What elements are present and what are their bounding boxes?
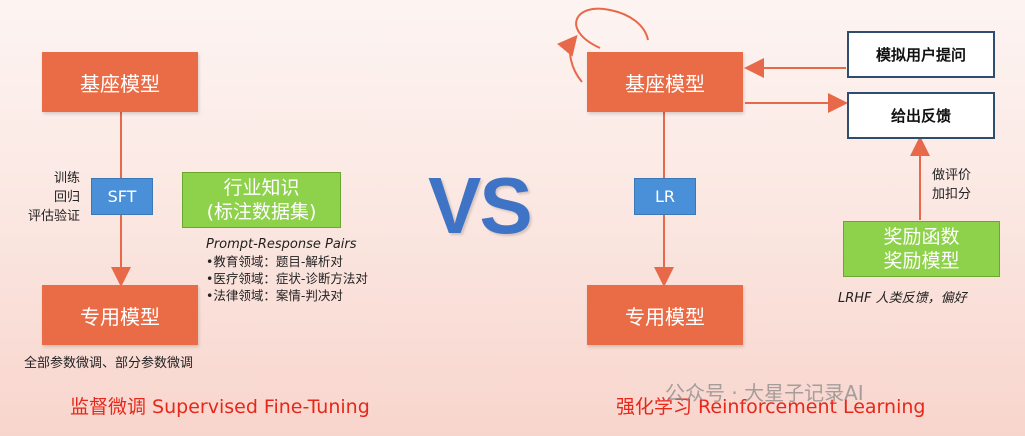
self-loop-arrow <box>575 7 649 49</box>
right-base-model-label: 基座模型 <box>625 71 705 96</box>
reward-model-box: 奖励函数 奖励模型 <box>843 221 1000 277</box>
lr-box: LR <box>634 178 696 215</box>
self-loop-arrowhead <box>557 34 583 83</box>
reward-model-line: 奖励模型 <box>883 250 960 272</box>
evaluate-label: 做评价 <box>932 168 972 183</box>
industry-knowledge-line2: (标注数据集) <box>206 201 317 223</box>
prompt-item: •法律领域：案情-判决对 <box>206 288 343 303</box>
left-base-model-box: 基座模型 <box>42 52 198 112</box>
lr-label: LR <box>654 187 676 206</box>
simulate-user-box: 模拟用户提问 <box>847 31 995 78</box>
sft-caption: 监督微调 Supervised Fine-Tuning <box>70 396 370 418</box>
right-special-model-box: 专用模型 <box>587 285 743 345</box>
industry-knowledge-line1: 行业知识 <box>223 177 300 199</box>
feedback-label: 给出反馈 <box>890 107 951 125</box>
simulate-user-label: 模拟用户提问 <box>875 46 966 64</box>
vs-label: VS <box>428 161 533 250</box>
watermark-text: 公众号 · 大星子记录AI <box>665 381 864 405</box>
score-label: 加扣分 <box>932 187 972 202</box>
right-base-model-box: 基座模型 <box>587 52 743 112</box>
score-labels: 做评价 加扣分 <box>932 166 971 204</box>
left-special-model-label: 专用模型 <box>80 304 160 329</box>
train-label: 训练 <box>53 171 80 186</box>
reward-function-line: 奖励函数 <box>883 226 960 248</box>
sft-box: SFT <box>91 178 153 215</box>
finetune-note: 全部参数微调、部分参数微调 <box>24 356 194 371</box>
prompt-item: •教育领域：题目-解析对 <box>206 254 343 269</box>
prompt-response-block: Prompt-Response Pairs •教育领域：题目-解析对 •医疗领域… <box>206 236 426 304</box>
eval-label: 评估验证 <box>27 209 80 224</box>
left-special-model-box: 专用模型 <box>42 285 198 345</box>
left-side-labels: 训练 回归 评估验证 <box>10 169 80 226</box>
lrhf-note: LRHF 人类反馈，偏好 <box>838 291 967 306</box>
feedback-box: 给出反馈 <box>847 92 995 139</box>
industry-knowledge-box: 行业知识 (标注数据集) <box>182 172 341 228</box>
rl-caption: 强化学习 Reinforcement Learning <box>616 396 926 418</box>
regression-label: 回归 <box>53 190 80 205</box>
sft-label: SFT <box>107 187 137 206</box>
left-base-model-label: 基座模型 <box>80 71 160 96</box>
prompt-item: •医疗领域：症状-诊断方法对 <box>206 271 368 286</box>
prompt-title: Prompt-Response Pairs <box>206 237 357 252</box>
right-special-model-label: 专用模型 <box>625 304 705 329</box>
